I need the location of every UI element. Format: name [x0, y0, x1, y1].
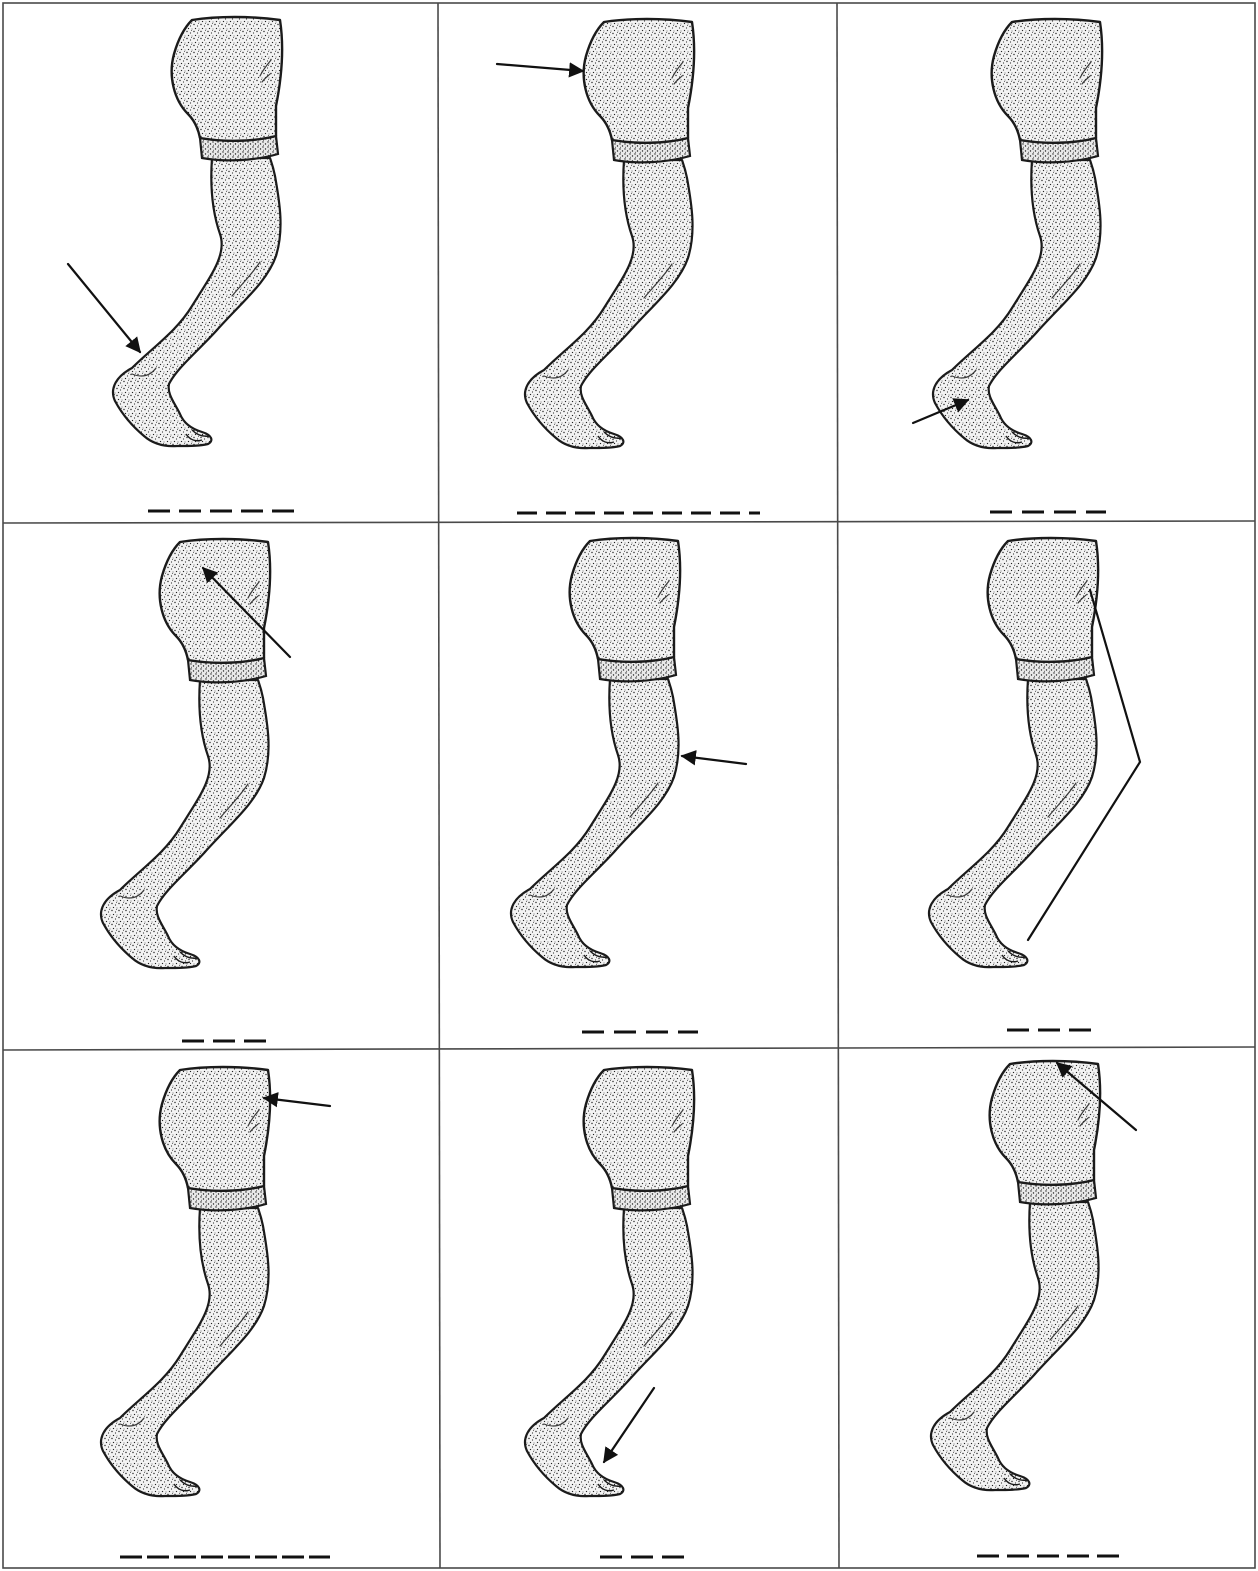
- pointer-arrow: [264, 1098, 330, 1106]
- panel-6: [929, 538, 1140, 1030]
- panel-1: [68, 17, 294, 511]
- leg-figure: [525, 1067, 694, 1496]
- leg-figure: [101, 539, 270, 968]
- panel-8: [525, 1067, 694, 1557]
- panel-2: [497, 19, 760, 513]
- pointer-arrow: [497, 64, 583, 71]
- leg-figure: [101, 1067, 270, 1496]
- pointer-arrow: [68, 264, 140, 352]
- leg-figure: [113, 17, 282, 446]
- panel-5: [511, 538, 746, 1032]
- pointer-arrow: [682, 756, 746, 764]
- leg-figure: [929, 538, 1098, 967]
- leg-figure: [933, 19, 1102, 448]
- panel-4: [101, 539, 290, 1041]
- panel-7: [101, 1067, 330, 1557]
- grid-divider-v1: [438, 3, 440, 1568]
- leg-figure: [525, 19, 694, 448]
- grid-divider-v2: [837, 3, 839, 1568]
- grid-divider-h1: [3, 521, 1255, 523]
- panel-3: [913, 19, 1106, 512]
- grid-divider-h2: [3, 1047, 1255, 1050]
- leg-figure: [511, 538, 680, 967]
- panel-9: [931, 1061, 1136, 1556]
- leg-figure: [931, 1061, 1100, 1490]
